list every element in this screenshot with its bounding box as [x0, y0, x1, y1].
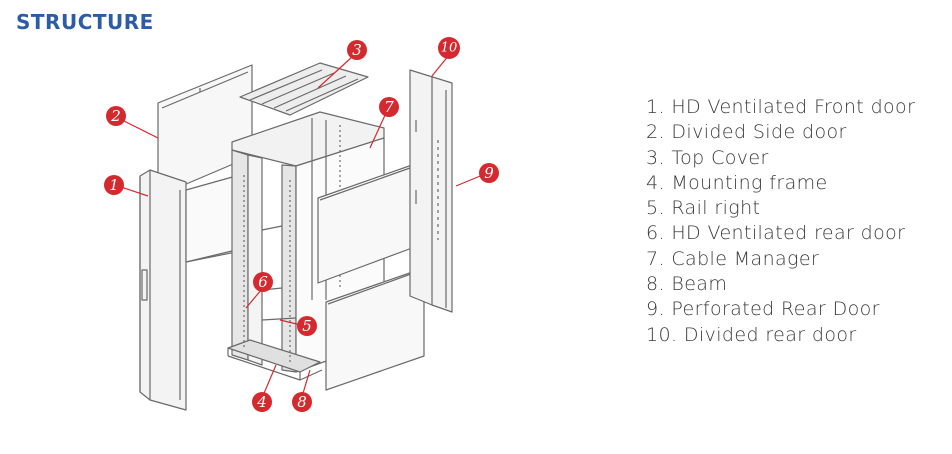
- side-panel-lower-part: [185, 175, 237, 263]
- callout-badges: 1 2 3 4 5 6 7 8: [104, 37, 499, 412]
- callout-1: 1: [104, 175, 124, 195]
- svg-text:8: 8: [297, 393, 307, 411]
- legend-item: 6. HD Ventilated rear door: [646, 222, 906, 245]
- rear-door-upper-part: [317, 164, 413, 284]
- svg-text:10: 10: [441, 41, 458, 56]
- callout-8: 8: [292, 392, 312, 412]
- svg-text:9: 9: [484, 164, 494, 182]
- svg-text:1: 1: [109, 176, 119, 194]
- svg-text:4: 4: [256, 393, 267, 411]
- callout-2: 2: [106, 106, 126, 126]
- perforated-rear-door-part: [409, 69, 453, 313]
- cabinet-exploded-diagram: 1 2 3 4 5 6 7 8: [104, 37, 499, 412]
- legend-item: 8. Beam: [646, 273, 728, 296]
- callout-9: 9: [479, 163, 499, 183]
- callout-6: 6: [253, 272, 273, 292]
- front-door-part: [139, 169, 237, 411]
- svg-text:6: 6: [258, 273, 268, 291]
- callout-7: 7: [379, 97, 399, 117]
- svg-text:5: 5: [302, 317, 312, 335]
- callout-10: 10: [438, 37, 460, 59]
- legend-item: 4. Mounting frame: [646, 171, 828, 194]
- svg-text:2: 2: [110, 107, 121, 125]
- svg-text:7: 7: [384, 98, 394, 116]
- legend-item: 7. Cable Manager: [646, 247, 820, 270]
- legend-item: 10. Divided rear door: [646, 323, 857, 346]
- callout-5: 5: [297, 316, 317, 336]
- rear-door-lower-part: [325, 267, 425, 391]
- legend-item: 5. Rail right: [646, 197, 761, 220]
- page-title: STRUCTURE: [16, 10, 154, 34]
- legend-item: 3. Top Cover: [646, 146, 769, 169]
- top-cover-part: [239, 62, 369, 116]
- callout-3: 3: [347, 40, 367, 60]
- svg-text:3: 3: [352, 41, 362, 59]
- legend-item: 9. Perforated Rear Door: [646, 298, 880, 321]
- callout-4: 4: [252, 392, 272, 412]
- legend-item: 2. Divided Side door: [646, 121, 847, 144]
- legend-item: 1. HD Ventilated Front door: [646, 96, 916, 118]
- parts-legend: 1. HD Ventilated Front door 2. Divided S…: [646, 95, 915, 348]
